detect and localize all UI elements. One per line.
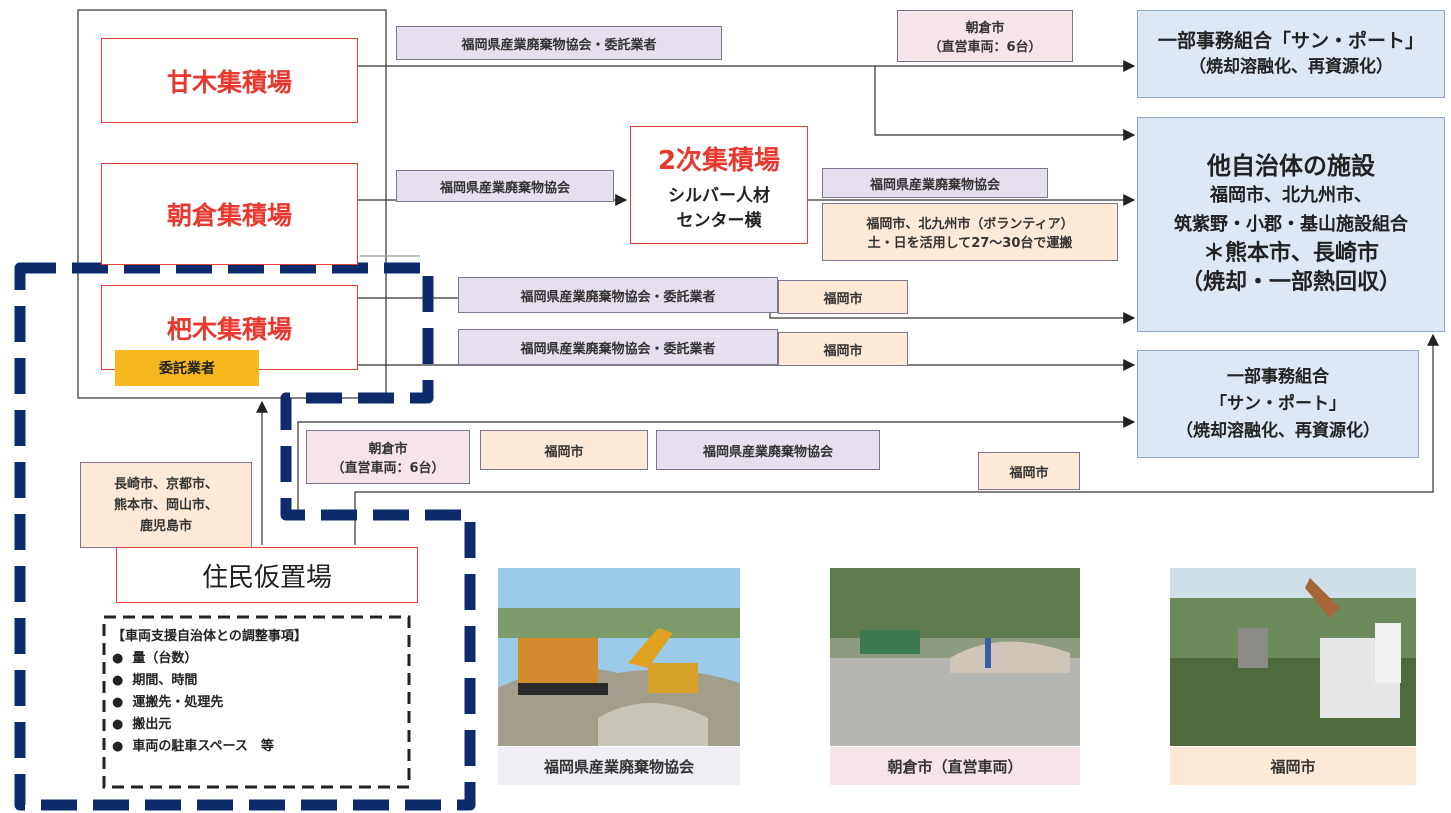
sunport-bottom-line1: 一部事務組合 <box>1227 366 1329 387</box>
photo-fukuoka-caption-text: 福岡市 <box>1270 757 1316 776</box>
site-asakura: 朝倉集積場 <box>101 163 358 265</box>
support-cities-line1: 長崎市、京都市、 <box>113 476 218 492</box>
route-label-mid-text: 福岡県産業廃棄物協会 <box>439 180 570 196</box>
resident-route-fukuoka: 福岡市 <box>480 430 648 470</box>
bullet-icon: ● <box>112 673 124 688</box>
resident-route-asakura: 朝倉市 （直営車両：6台） <box>306 430 470 484</box>
photo-fukuoka-image <box>1170 568 1416 746</box>
route-label-top: 福岡県産業廃棄物協会・委託業者 <box>396 26 722 60</box>
photo-assoc-image <box>498 568 740 746</box>
destination-sunport-bottom: 一部事務組合 「サン・ポート」 （焼却溶融化、再資源化） <box>1137 350 1419 458</box>
coordination-note-item: ● 車両の駐車スペース 等 <box>112 736 402 758</box>
volunteer-line1: 福岡市、北九州市（ボランティア） <box>866 217 1074 232</box>
route-label-haki-2-city-text: 福岡市 <box>823 343 863 359</box>
route-label-secondary-text: 福岡県産業廃棄物協会 <box>869 177 1000 193</box>
bullet-icon: ● <box>112 651 124 666</box>
secondary-site-line1: シルバー人材 <box>668 185 770 206</box>
route-label-haki-1-city-text: 福岡市 <box>823 291 863 307</box>
coordination-note-text: 運搬先・処理先 <box>132 695 224 710</box>
bullet-icon: ● <box>112 695 124 710</box>
resident-site: 住民仮置場 <box>116 547 418 603</box>
coordination-note-item: ● 期間、時間 <box>112 670 402 692</box>
resident-asakura-line1: 朝倉市 <box>368 442 408 457</box>
photo-assoc <box>498 568 740 746</box>
resident-asakura-line2: （直営車両：6台） <box>331 461 445 476</box>
coordination-note-item: ● 量（台数） <box>112 648 402 670</box>
other-line3: ＊熊本市、長崎市 <box>1202 241 1379 266</box>
secondary-site-title: 2次集積場 <box>657 145 781 176</box>
coordination-note-text: 期間、時間 <box>132 673 198 688</box>
route-label-haki-2: 福岡県産業廃棄物協会・委託業者 <box>458 329 778 365</box>
secondary-site-line2: センター横 <box>676 210 762 231</box>
photo-assoc-caption-text: 福岡県産業廃棄物協会 <box>543 757 694 776</box>
photo-asakura-caption-text: 朝倉市（直営車両） <box>887 757 1023 776</box>
support-cities-line3: 鹿児島市 <box>139 518 192 534</box>
volunteer-line2: 土・日を活用して27～30台で運搬 <box>867 236 1073 251</box>
support-cities-line2: 熊本市、岡山市、 <box>113 497 218 513</box>
route-label-top-text: 福岡県産業廃棄物協会・委託業者 <box>461 37 657 53</box>
haki-contractor-label: 委託業者 <box>159 361 215 377</box>
photo-fukuoka-caption: 福岡市 <box>1170 747 1416 785</box>
photo-asakura <box>830 568 1080 746</box>
volunteer-label: 福岡市、北九州市（ボランティア） 土・日を活用して27～30台で運搬 <box>822 203 1118 261</box>
other-line1: 福岡市、北九州市、 <box>1210 185 1372 206</box>
sunport-top-line1: 一部事務組合「サン・ポート」 <box>1157 30 1424 52</box>
destination-sunport-top: 一部事務組合「サン・ポート」 （焼却溶融化、再資源化） <box>1137 10 1445 98</box>
site-asakura-label: 朝倉集積場 <box>166 201 292 230</box>
secondary-site: 2次集積場 シルバー人材 センター横 <box>630 126 808 244</box>
coordination-note-item: ● 運搬先・処理先 <box>112 692 402 714</box>
support-cities: 長崎市、京都市、 熊本市、岡山市、 鹿児島市 <box>80 462 252 548</box>
route-label-mid: 福岡県産業廃棄物協会 <box>396 170 614 202</box>
other-line4: （焼却・一部熱回収） <box>1180 270 1401 295</box>
site-haki-label: 杷木集積場 <box>166 315 292 344</box>
other-title: 他自治体の施設 <box>1207 152 1375 180</box>
asakura-city-line2: （直営車両：6台） <box>928 40 1042 55</box>
sunport-bottom-line3: （焼却溶融化、再資源化） <box>1176 420 1380 441</box>
bullet-icon: ● <box>112 717 124 732</box>
route-label-asakura-city: 朝倉市 （直営車両：6台） <box>897 10 1073 62</box>
coordination-note-text: 量（台数） <box>132 651 198 666</box>
site-amagi-label: 甘木集積場 <box>166 67 292 97</box>
resident-route-assoc: 福岡県産業廃棄物協会 <box>656 430 880 470</box>
resident-route-fukuoka-2: 福岡市 <box>978 452 1080 490</box>
site-amagi: 甘木集積場 <box>101 38 358 123</box>
sunport-bottom-line2: 「サン・ポート」 <box>1210 393 1346 414</box>
route-label-haki-1-text: 福岡県産業廃棄物協会・委託業者 <box>520 289 716 305</box>
resident-site-title: 住民仮置場 <box>201 562 332 593</box>
coordination-note-item: ● 搬出元 <box>112 714 402 736</box>
destination-other-municipalities: 他自治体の施設 福岡市、北九州市、 筑紫野・小郡・基山施設組合 ＊熊本市、長崎市… <box>1137 117 1445 332</box>
photo-asakura-image <box>830 568 1080 746</box>
resident-route-fukuoka-text: 福岡市 <box>544 444 584 460</box>
resident-route-assoc-text: 福岡県産業廃棄物協会 <box>702 444 833 460</box>
photo-assoc-caption: 福岡県産業廃棄物協会 <box>498 747 740 785</box>
photo-fukuoka <box>1170 568 1416 746</box>
bullet-icon: ● <box>112 739 124 754</box>
coordination-notes: 【車両支援自治体との調整事項】 ● 量（台数） ● 期間、時間 ● 運搬先・処理… <box>112 626 402 781</box>
haki-contractor-badge: 委託業者 <box>115 350 259 386</box>
asakura-city-line1: 朝倉市 <box>965 21 1005 36</box>
coordination-note-text: 車両の駐車スペース 等 <box>132 739 274 754</box>
photo-asakura-caption: 朝倉市（直営車両） <box>830 747 1080 785</box>
route-label-haki-2-text: 福岡県産業廃棄物協会・委託業者 <box>520 341 716 357</box>
route-label-haki-2-city: 福岡市 <box>778 332 908 366</box>
coordination-notes-title: 【車両支援自治体との調整事項】 <box>112 629 307 644</box>
route-label-secondary: 福岡県産業廃棄物協会 <box>822 168 1048 198</box>
coordination-note-text: 搬出元 <box>132 717 172 732</box>
route-label-haki-1-city: 福岡市 <box>778 280 908 314</box>
route-label-haki-1: 福岡県産業廃棄物協会・委託業者 <box>458 277 778 313</box>
resident-route-fukuoka-2-text: 福岡市 <box>1009 465 1049 481</box>
sunport-top-line2: （焼却溶融化、再資源化） <box>1189 57 1393 77</box>
other-line2: 筑紫野・小郡・基山施設組合 <box>1174 214 1408 235</box>
